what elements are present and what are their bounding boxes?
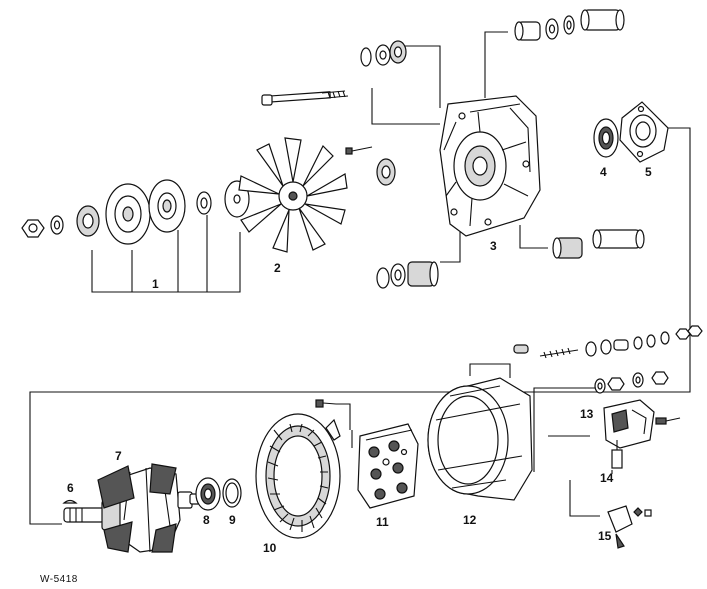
rectifier-bridge xyxy=(357,423,419,509)
leader-lines xyxy=(29,31,691,525)
through-bolt xyxy=(261,90,349,106)
figure-code: W-5418 xyxy=(40,574,78,585)
lower-washer-set xyxy=(376,261,439,289)
hex-nut xyxy=(21,219,45,238)
pulley-half-front xyxy=(105,183,151,245)
lower-right-sleeve xyxy=(552,229,645,259)
label-7: 7 xyxy=(115,449,122,463)
rear-bearing xyxy=(195,477,221,511)
brush-hardware-row xyxy=(594,371,669,394)
rotor xyxy=(63,463,201,553)
front-pulley-stack xyxy=(21,179,250,245)
front-bearing xyxy=(593,118,619,158)
label-11: 11 xyxy=(376,515,389,529)
label-10: 10 xyxy=(263,541,277,555)
label-2: 2 xyxy=(274,261,281,275)
label-4: 4 xyxy=(600,165,607,179)
stator xyxy=(255,413,341,539)
bearing-retainer-plate xyxy=(619,101,669,163)
top-right-sleeve xyxy=(514,9,625,41)
cooling-fan xyxy=(238,137,348,253)
woodruff-key xyxy=(62,499,78,504)
label-1: 1 xyxy=(152,277,159,291)
housing-bushing xyxy=(376,158,396,186)
terminal-stud-row xyxy=(513,325,703,359)
pulley-washer xyxy=(196,191,212,215)
pulley-half-rear xyxy=(148,179,186,233)
fan-screw xyxy=(345,146,373,155)
retaining-ring xyxy=(222,478,242,508)
label-3: 3 xyxy=(490,239,497,253)
label-14: 14 xyxy=(600,471,614,485)
label-9: 9 xyxy=(229,513,236,527)
lock-washer xyxy=(50,215,64,235)
label-8: 8 xyxy=(203,513,210,527)
label-12: 12 xyxy=(463,513,477,527)
slip-ring-end-housing xyxy=(427,377,533,501)
drive-end-housing xyxy=(439,95,541,237)
label-6: 6 xyxy=(67,481,74,495)
voltage-regulator xyxy=(607,505,652,549)
top-washer-set xyxy=(360,40,407,67)
brush-holder xyxy=(603,399,681,469)
spacer-bushing xyxy=(76,205,100,237)
stator-screw xyxy=(315,399,337,408)
label-5: 5 xyxy=(645,165,652,179)
label-13: 13 xyxy=(580,407,594,421)
part-labels: 1 2 3 4 5 6 7 8 9 10 11 12 13 14 15 xyxy=(67,165,652,555)
label-15: 15 xyxy=(598,529,612,543)
